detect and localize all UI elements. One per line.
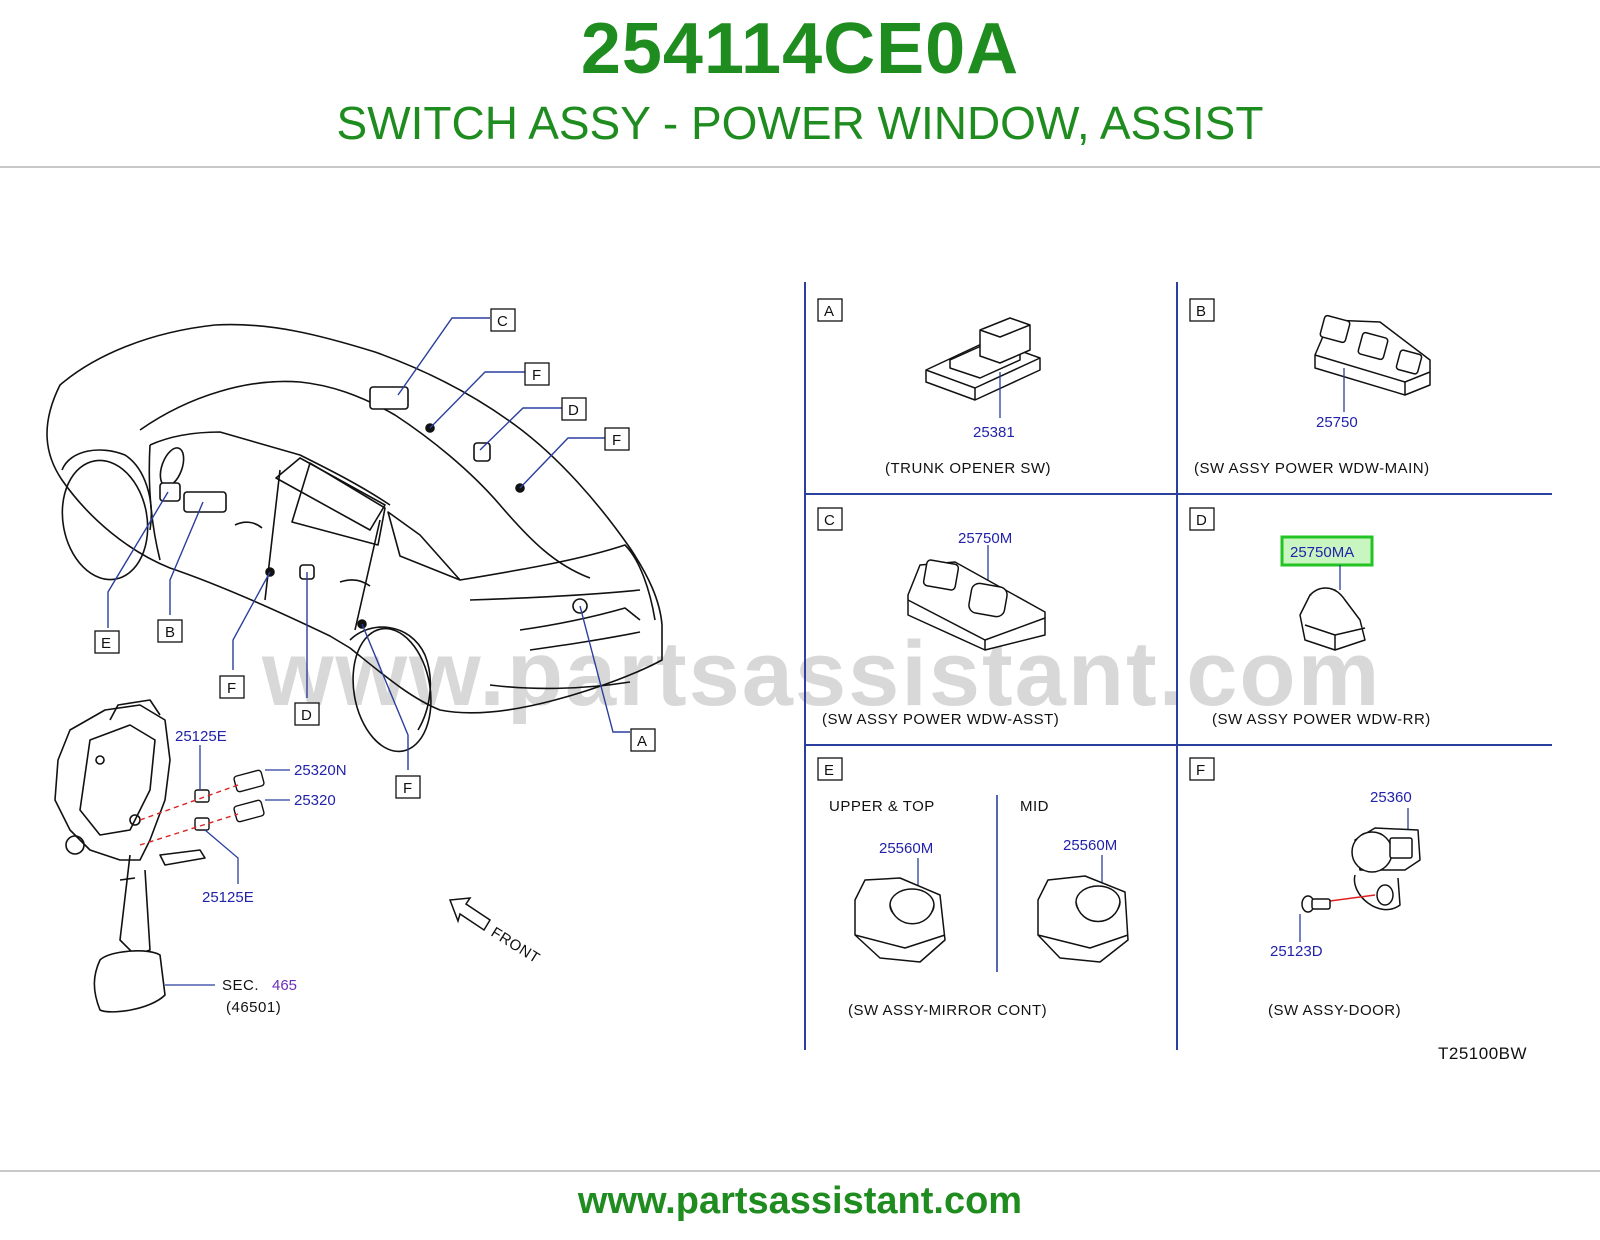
pedal-part-25320: 25320 <box>294 792 336 809</box>
panel-e: E UPPER & TOP MID 25560M 25560M (SW ASSY… <box>817 757 1129 1019</box>
car-callout-boxes: C F D F A B E F D F <box>94 308 656 799</box>
panel-b-part-number: 25750 <box>1316 414 1358 431</box>
callout-f2-label: F <box>612 432 621 449</box>
pedal-assembly <box>54 699 206 1013</box>
page-title: 254114CE0A <box>580 9 1020 89</box>
panel-b-name: (SW ASSY POWER WDW-MAIN) <box>1194 460 1430 477</box>
panel-f-name: (SW ASSY-DOOR) <box>1268 1002 1401 1019</box>
pedal-part-25125e-bottom: 25125E <box>202 889 254 906</box>
panel-d-part-number: 25750MA <box>1290 544 1354 561</box>
panel-e-upper-label: UPPER & TOP <box>829 798 935 815</box>
panel-c-letter: C <box>824 512 835 529</box>
callout-e-label: E <box>101 635 111 652</box>
callout-f3: F <box>219 675 245 699</box>
watermark-text: www.partsassistant.com <box>261 623 1381 725</box>
panel-f-part-top: 25360 <box>1370 789 1412 806</box>
pedal-sec-sub: (46501) <box>226 999 281 1016</box>
panel-f-part-bottom: 25123D <box>1270 943 1323 960</box>
door-switch-drawing <box>1351 827 1421 911</box>
pedal-connectors <box>194 769 265 831</box>
panel-e-letter: E <box>824 762 834 779</box>
panel-e-part-left: 25560M <box>879 840 933 857</box>
mirror-switch-right-drawing <box>1037 875 1129 963</box>
page-subtitle: SWITCH ASSY - POWER WINDOW, ASSIST <box>336 97 1264 149</box>
panel-a-letter: A <box>824 303 834 320</box>
panel-d-letter: D <box>1196 512 1207 529</box>
panel-c-part-number: 25750M <box>958 530 1012 547</box>
panel-grid-lines <box>804 282 1552 1050</box>
footer-url[interactable]: www.partsassistant.com <box>577 1180 1023 1222</box>
panel-b: B 25750 (SW ASSY POWER WDW-MAIN) <box>1189 298 1431 477</box>
assist-window-switch-drawing <box>907 559 1046 651</box>
front-label: FRONT <box>488 924 543 967</box>
panel-e-mid-label: MID <box>1020 798 1049 815</box>
panel-d: D 25750MA (SW ASSY POWER WDW-RR) <box>1189 507 1431 728</box>
pedal-part-25125e-top: 25125E <box>175 728 227 745</box>
main-window-switch-drawing <box>1314 314 1431 396</box>
car-illustration <box>46 323 663 753</box>
car-leader-lines <box>107 317 630 770</box>
callout-f1-label: F <box>532 367 541 384</box>
callout-f2: F <box>604 427 630 451</box>
panel-c-name: (SW ASSY POWER WDW-ASST) <box>822 711 1059 728</box>
panel-f: F 25360 25123D (SW ASSY-DOOR) <box>1189 757 1421 1019</box>
callout-f1: F <box>524 362 550 386</box>
callout-b: B <box>157 619 183 643</box>
front-arrow-icon <box>448 897 492 932</box>
parts-diagram: www.partsassistant.com <box>46 282 1552 1063</box>
callout-a-label: A <box>637 733 647 750</box>
door-screw-drawing <box>1301 895 1331 913</box>
callout-c: C <box>490 308 516 332</box>
callout-f3-label: F <box>227 680 236 697</box>
panel-a: A 25381 (TRUNK OPENER SW) <box>817 298 1051 477</box>
panel-e-name: (SW ASSY-MIRROR CONT) <box>848 1002 1047 1019</box>
panel-e-part-right: 25560M <box>1063 837 1117 854</box>
panel-c: C 25750M (SW ASSY POWER WDW-ASST) <box>817 507 1059 728</box>
callout-f4: F <box>395 775 421 799</box>
callout-d2-label: D <box>301 707 312 724</box>
callout-c-label: C <box>497 313 508 330</box>
trunk-switch-drawing <box>925 317 1041 401</box>
panel-a-part-number: 25381 <box>973 424 1015 441</box>
pedal-leaders <box>165 745 290 986</box>
pedal-part-25320n: 25320N <box>294 762 347 779</box>
pedal-sec-label: SEC. <box>222 977 259 994</box>
diagram-code: T25100BW <box>1438 1044 1527 1063</box>
callout-b-label: B <box>165 624 175 641</box>
callout-d1-label: D <box>568 402 579 419</box>
header-divider <box>0 166 1600 168</box>
panel-a-name: (TRUNK OPENER SW) <box>885 460 1051 477</box>
pedal-sec-number: 465 <box>272 977 297 994</box>
callout-d2: D <box>294 702 320 726</box>
callout-e: E <box>94 630 120 654</box>
callout-a: A <box>630 728 656 752</box>
mirror-switch-left-drawing <box>854 877 946 963</box>
pedal-red-lines <box>139 784 239 846</box>
panel-d-name: (SW ASSY POWER WDW-RR) <box>1212 711 1431 728</box>
rear-window-switch-drawing <box>1299 587 1366 651</box>
footer-divider <box>0 1170 1600 1172</box>
callout-d1: D <box>561 397 587 421</box>
panel-b-letter: B <box>1196 303 1206 320</box>
highlighted-part-box <box>1280 535 1374 567</box>
callout-f4-label: F <box>403 780 412 797</box>
panel-f-letter: F <box>1196 762 1205 779</box>
